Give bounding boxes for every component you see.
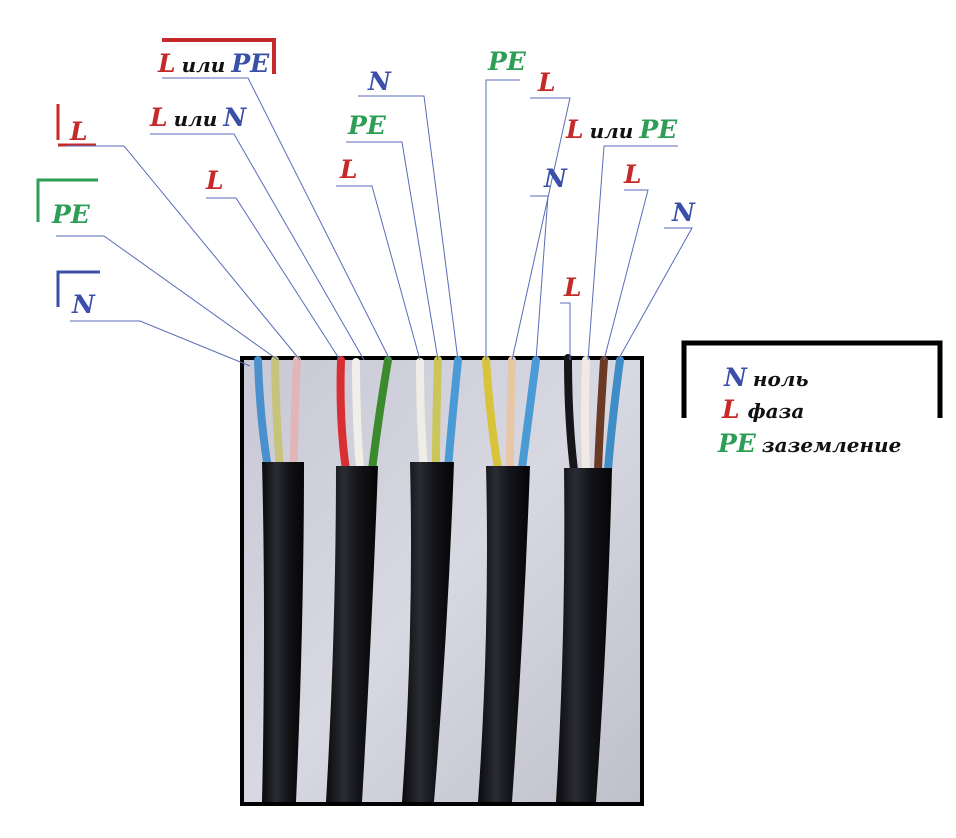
legend-earth-code: PE	[717, 429, 757, 458]
label-g3-l: L	[339, 155, 358, 184]
cable-3-blue-wire	[444, 356, 462, 472]
leader-g4-l	[511, 97, 571, 361]
cable-photo	[240, 354, 644, 806]
label-g5-l-low: L	[563, 273, 582, 302]
cable-2	[326, 356, 392, 802]
leader-g5-lorpe	[587, 145, 678, 361]
cable-4-jacket	[478, 466, 530, 802]
label-g3-pe: PE	[347, 111, 387, 140]
cable-2-green-wire	[368, 356, 392, 474]
leader-g2-lorn	[150, 133, 365, 361]
cable-4-yellowgreen-wire	[482, 356, 502, 472]
legend-earth-text: заземление	[762, 433, 901, 457]
leader-g5-n	[617, 227, 693, 361]
leader-g1-pe	[56, 235, 279, 361]
cable-1-yellowgreen-wire	[271, 356, 284, 472]
cable-5-white-wire	[581, 356, 590, 474]
label-g2-lorn-word: или	[174, 107, 218, 131]
label-g5-lorpe-pe: PE	[638, 115, 678, 144]
leader-g1-n	[70, 320, 251, 367]
label-g4-l: L	[537, 68, 556, 97]
cable-5-brown-wire	[594, 356, 608, 474]
cable-5-black-wire	[564, 354, 578, 474]
legend-frame	[681, 340, 943, 418]
label-g1-n: N	[71, 290, 96, 319]
cable-5	[556, 354, 624, 802]
l-bracket-red	[56, 104, 96, 147]
cable-1	[254, 356, 304, 802]
leader-g3-pe	[346, 141, 439, 361]
label-g1-pe: PE	[51, 200, 91, 229]
cable-4	[478, 356, 540, 802]
leader-g3-l	[336, 185, 421, 361]
label-g5-l: L	[623, 160, 642, 189]
legend-neutral-code: N	[723, 363, 748, 392]
leader-g3-n	[358, 95, 459, 361]
label-g2-l: L	[205, 166, 224, 195]
label-g5-lorpe-l: L	[565, 115, 584, 144]
cable-2-red-wire	[336, 356, 350, 474]
pe-bracket-green	[36, 178, 98, 222]
cable-1-pink-wire	[290, 356, 301, 472]
lpe-bracket-red	[162, 38, 276, 74]
leader-g4-n	[530, 195, 549, 361]
label-g4-n: N	[543, 164, 568, 193]
label-g5-n: N	[671, 198, 696, 227]
cable-4-blue-wire	[518, 356, 540, 472]
label-g3-n: N	[367, 67, 392, 96]
label-g2-lorpe-word: или	[182, 53, 226, 77]
label-g1-l: L	[69, 117, 88, 146]
legend-neutral-text: ноль	[753, 367, 809, 391]
label-g2-lorn-n: N	[222, 103, 247, 132]
cable-3	[402, 356, 462, 802]
cable-1-blue-wire	[254, 356, 272, 472]
label-g5-lorpe-word: или	[590, 119, 634, 143]
label-g2-lorpe-pe: PE	[230, 49, 270, 78]
cable-4-beige-wire	[506, 356, 516, 472]
cable-2-jacket	[326, 466, 378, 802]
label-g4-pe: PE	[487, 47, 527, 76]
legend-phase-code: L	[721, 395, 740, 424]
cable-3-yellowgreen-wire	[432, 356, 442, 472]
leader-g1-l	[66, 145, 301, 361]
leader-g2-lorpe	[162, 77, 391, 361]
leader-g2-l	[206, 197, 341, 361]
cable-1-jacket	[262, 462, 304, 802]
cable-5-blue-wire	[604, 356, 624, 474]
cable-3-white-wire	[416, 358, 428, 472]
cable-2-white-wire	[352, 358, 364, 474]
legend-phase-text: фаза	[748, 399, 805, 423]
leader-g4-pe	[485, 79, 520, 360]
label-g2-lorn-l: L	[149, 103, 168, 132]
leader-lines	[56, 77, 693, 367]
leader-g5-l	[603, 189, 649, 361]
leader-g5-l-low	[560, 302, 571, 360]
n-bracket-blue	[56, 270, 100, 307]
cable-5-jacket	[556, 468, 612, 802]
label-g2-lorpe-l: L	[157, 49, 176, 78]
cable-3-jacket	[402, 462, 454, 802]
